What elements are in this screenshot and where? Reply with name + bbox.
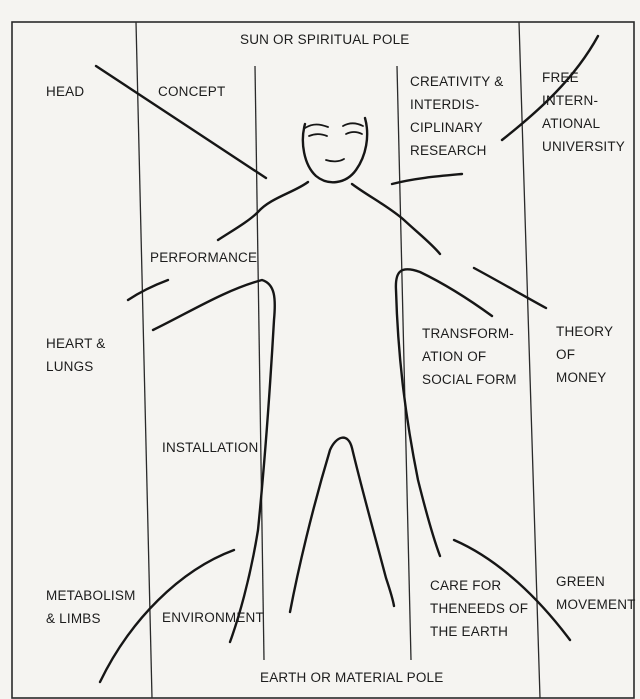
label-heart-lungs: HEART & LUNGS — [46, 332, 105, 378]
figure-right-inner-arm — [396, 269, 492, 556]
label-free-university: FREE INTERN- ATIONAL UNIVERSITY — [542, 66, 625, 158]
stroke-money — [474, 268, 546, 308]
label-metabolism: METABOLISM & LIMBS — [46, 584, 136, 630]
figure-right-eye — [343, 123, 363, 126]
column-divider-3 — [397, 66, 411, 660]
label-environment: ENVIRONMENT — [162, 606, 264, 629]
label-creativity: CREATIVITY & INTERDIS- CIPLINARY RESEARC… — [410, 70, 503, 162]
figure-left-shoulder-arm — [218, 182, 308, 240]
stroke-creativity — [392, 174, 462, 184]
pole-label-top: SUN OR SPIRITUAL POLE — [240, 28, 410, 51]
label-performance: PERFORMANCE — [150, 246, 257, 269]
column-divider-2 — [255, 66, 264, 660]
label-theory-money: THEORY OF MONEY — [556, 320, 613, 389]
figure-mouth — [326, 159, 344, 161]
figure-right-eye-lid — [346, 132, 362, 134]
label-head: HEAD — [46, 80, 84, 103]
figure-head-outline — [303, 118, 367, 182]
column-divider-1 — [136, 22, 152, 698]
label-installation: INSTALLATION — [162, 436, 258, 459]
figure-legs — [290, 438, 394, 612]
label-transformation: TRANSFORM- ATION OF SOCIAL FORM — [422, 322, 517, 391]
figure-left-eye — [305, 125, 328, 129]
label-green-movement: GREEN MOVEMENT — [556, 570, 636, 616]
label-concept: CONCEPT — [158, 80, 225, 103]
pole-label-bottom: EARTH OR MATERIAL POLE — [260, 666, 443, 689]
stroke-performance — [128, 280, 168, 300]
label-care-earth: CARE FOR THENEEDS OF THE EARTH — [430, 574, 528, 643]
figure-left-eye-lid — [309, 134, 327, 136]
figure-right-shoulder-arm — [352, 184, 440, 254]
